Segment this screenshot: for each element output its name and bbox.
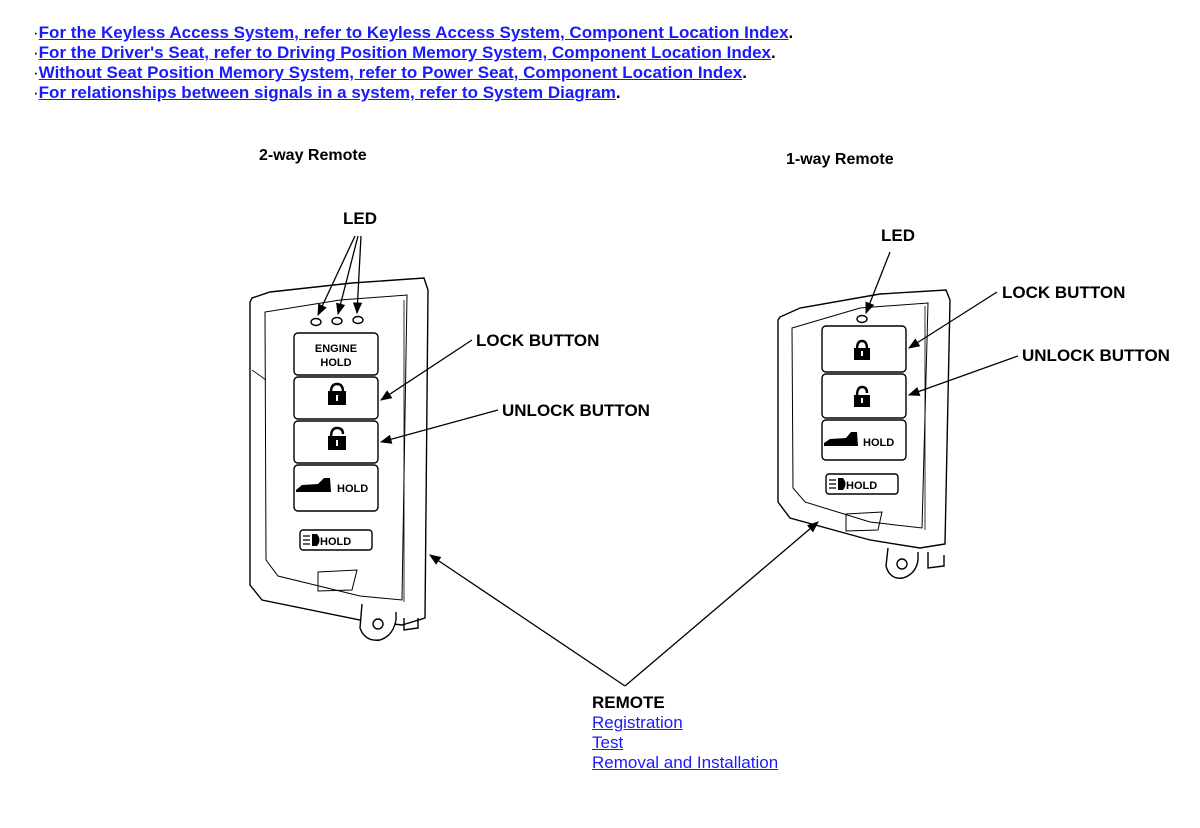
led-light [352,315,364,325]
period: . [615,83,621,102]
tailgate-hold-text: HOLD [337,483,368,495]
one-way-remote [777,289,951,579]
lights-icon [303,534,320,546]
callout-lines [317,235,1019,687]
engine-hold-button [293,332,379,376]
bullet: · [33,83,39,102]
reference-link-line: ·For the Driver's Seat, refer to Driving… [33,43,793,63]
bullet: · [33,43,39,62]
reference-link-line: ·For relationships between signals in a … [33,83,793,103]
period: . [742,63,747,82]
led-light [310,317,322,327]
engine-text: ENGINE [315,343,357,355]
tailgate-icon [296,478,331,492]
unlock-button-label: UNLOCK BUTTON [1022,346,1170,365]
tailgate-hold-text: HOLD [863,437,894,449]
link-driving-position-memory[interactable]: For the Driver's Seat, refer to Driving … [38,43,772,62]
link-removal-installation[interactable]: Removal and Installation [592,753,779,772]
bullet: · [33,23,39,42]
link-keyless-access[interactable]: For the Keyless Access System, refer to … [38,23,789,42]
tailgate-hold-button [293,464,379,512]
tailgate-hold-button [821,419,907,461]
reference-links: ·For the Keyless Access System, refer to… [33,23,793,103]
one-way-remote-title: 1-way Remote [786,151,894,168]
led-label: LED [343,209,377,228]
period: . [771,43,776,62]
lights-hold-text: HOLD [320,536,351,548]
remote-heading: REMOTE [592,693,665,712]
engine-hold-text: HOLD [320,357,351,369]
lock-button-label: LOCK BUTTON [1002,283,1126,302]
link-registration[interactable]: Registration [592,713,683,732]
lock-icon [328,382,346,405]
led-light [331,316,343,326]
bullet: · [33,63,39,82]
two-way-remote-title: 2-way Remote [259,147,367,164]
unlock-icon [328,426,346,450]
lights-hold-button [299,529,373,551]
lock-button-label: LOCK BUTTON [476,331,600,350]
reference-link-line: ·For the Keyless Access System, refer to… [33,23,793,43]
led-label: LED [881,226,915,245]
led-light [856,314,868,324]
unlock-button-label: UNLOCK BUTTON [502,401,650,420]
link-power-seat[interactable]: Without Seat Position Memory System, ref… [38,63,743,82]
lights-icon [829,478,846,490]
period: . [788,23,794,42]
lights-hold-text: HOLD [846,480,877,492]
lock-icon [854,339,870,360]
link-test[interactable]: Test [592,733,624,752]
reference-link-line: ·Without Seat Position Memory System, re… [33,63,793,83]
unlock-icon [854,385,870,407]
link-system-diagram[interactable]: For relationships between signals in a s… [38,83,616,102]
lights-hold-button [825,473,899,495]
tailgate-icon [824,432,858,446]
remote-callout: REMOTE Registration Test Removal and Ins… [592,693,778,773]
two-way-remote [249,277,429,641]
